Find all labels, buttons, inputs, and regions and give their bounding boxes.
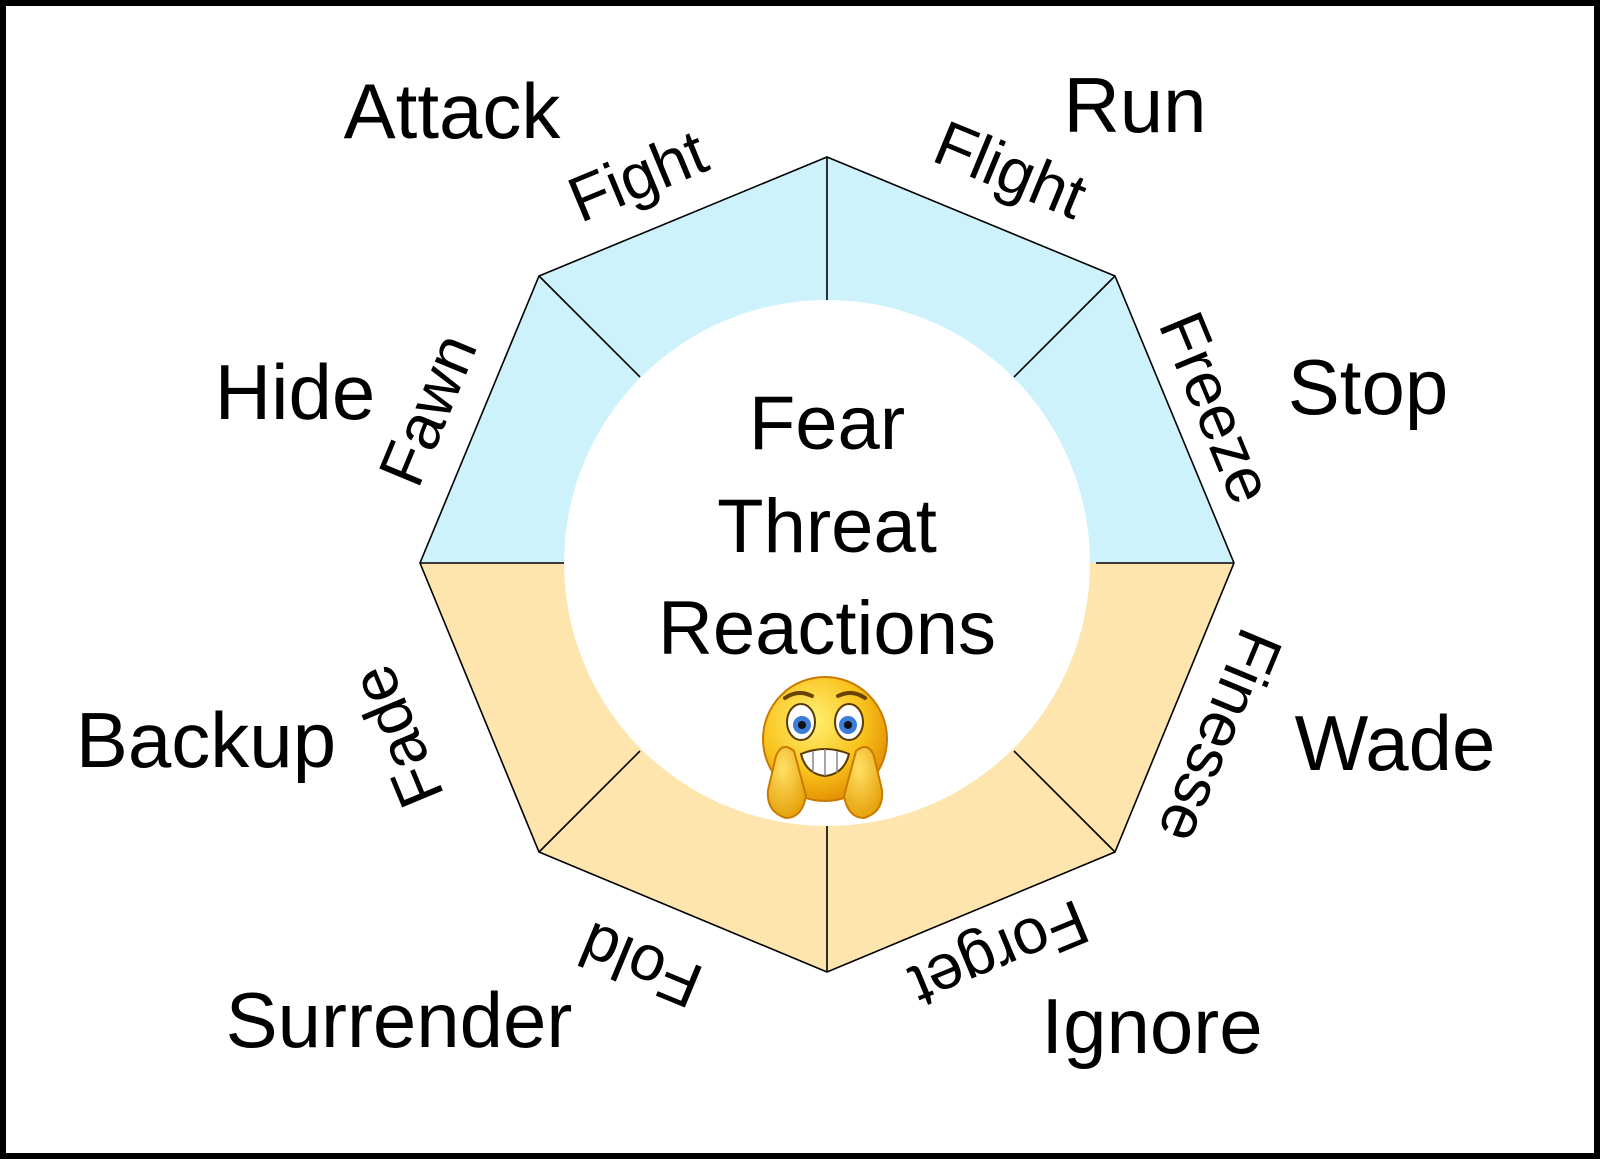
outer-label-hide: Hide xyxy=(215,348,375,436)
outer-label-backup: Backup xyxy=(76,696,336,784)
outer-label-wade: Wade xyxy=(1295,699,1496,787)
outer-label-surrender: Surrender xyxy=(226,976,573,1064)
outer-label-ignore: Ignore xyxy=(1041,982,1262,1070)
scared-face-emoji-icon xyxy=(762,676,888,820)
inner-label-fade: Fade xyxy=(336,655,458,817)
outer-label-run: Run xyxy=(1063,61,1206,149)
outer-label-stop: Stop xyxy=(1288,343,1448,431)
outer-label-attack: Attack xyxy=(344,67,562,155)
center-title-line-1: Fear xyxy=(749,381,905,466)
fear-reactions-diagram: Fear Threat Reactions xyxy=(76,61,1496,1070)
outer-labels: Attack Run Stop Hide Wade Ignore Surrend… xyxy=(76,61,1496,1070)
inner-label-fold: Fold xyxy=(569,908,712,1022)
center-circle xyxy=(564,300,1090,826)
center-title-line-2: Threat xyxy=(717,484,937,569)
center-title-line-3: Reactions xyxy=(658,586,996,671)
